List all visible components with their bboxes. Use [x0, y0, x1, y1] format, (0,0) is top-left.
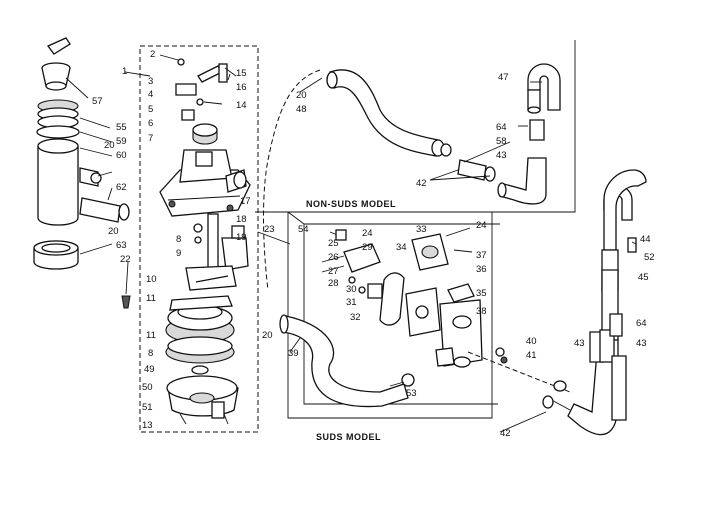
- label-18: 18: [236, 214, 247, 225]
- label-48: 48: [296, 104, 307, 115]
- label-36: 36: [476, 264, 487, 275]
- label-5: 5: [148, 104, 153, 115]
- label-32: 32: [350, 312, 361, 323]
- label-30: 30: [346, 284, 357, 295]
- label-22: 22: [120, 254, 131, 265]
- label-35: 35: [476, 288, 487, 299]
- label-24b: 24: [476, 220, 487, 231]
- filter-parts: [33, 37, 131, 309]
- suds-frame: [287, 211, 500, 419]
- label-52: 52: [644, 252, 655, 263]
- label-50: 50: [142, 382, 153, 393]
- pump-assembly-frame: [139, 45, 259, 433]
- label-8a: 8: [176, 234, 181, 245]
- label-47: 47: [498, 72, 509, 83]
- label-4: 4: [148, 89, 153, 100]
- suds-valve-parts: [321, 227, 571, 393]
- hose-48: [263, 69, 445, 291]
- label-28: 28: [328, 278, 339, 289]
- label-11a: 11: [146, 293, 156, 304]
- label-45: 45: [638, 272, 649, 283]
- label-6: 6: [148, 118, 153, 129]
- label-25: 25: [328, 238, 339, 249]
- label-1: 1: [122, 66, 127, 77]
- label-7: 7: [148, 133, 153, 144]
- lower-housing: [166, 375, 239, 425]
- label-31: 31: [346, 297, 357, 308]
- switch-parts: [159, 54, 237, 145]
- hose-39: [279, 314, 415, 408]
- label-9: 9: [176, 248, 181, 259]
- right-pipes: [542, 169, 647, 436]
- label-37: 37: [476, 250, 487, 261]
- non-suds-model-title: NON-SUDS MODEL: [306, 199, 396, 209]
- shaft-parts: [185, 213, 249, 291]
- label-3: 3: [148, 76, 153, 87]
- label-27: 27: [328, 266, 339, 277]
- label-19: 19: [236, 232, 247, 243]
- label-43c: 43: [636, 338, 647, 349]
- label-59: 59: [116, 136, 127, 147]
- label-16: 16: [236, 82, 247, 93]
- part-number-labels: 1 2 3 4 5 6 7 8 8 9 10 11 11 13 14 15 16…: [92, 49, 655, 439]
- label-63: 63: [116, 240, 127, 251]
- label-2: 2: [150, 49, 155, 60]
- label-29: 29: [362, 242, 373, 253]
- leader-lines: [65, 71, 637, 433]
- label-43b: 43: [574, 338, 585, 349]
- label-13: 13: [142, 420, 153, 431]
- pump-housing: [159, 149, 251, 217]
- label-8b: 8: [148, 348, 153, 359]
- label-62: 62: [116, 182, 127, 193]
- connector-64-43-upper: [440, 119, 547, 205]
- label-20c: 20: [296, 90, 307, 101]
- label-11b: 11: [146, 330, 156, 341]
- label-51: 51: [142, 402, 153, 413]
- label-10: 10: [146, 274, 157, 285]
- label-53: 53: [406, 388, 417, 399]
- label-57: 57: [92, 96, 103, 107]
- label-23: 23: [264, 224, 275, 235]
- label-20a: 20: [104, 140, 115, 151]
- hose-47: [527, 63, 561, 114]
- label-34: 34: [396, 242, 407, 253]
- label-17: 17: [240, 196, 251, 207]
- label-64b: 64: [636, 318, 647, 329]
- label-40: 40: [526, 336, 537, 347]
- label-24a: 24: [362, 228, 373, 239]
- label-14: 14: [236, 100, 247, 111]
- label-58: 58: [496, 136, 507, 147]
- label-38: 38: [476, 306, 487, 317]
- label-43a: 43: [496, 150, 507, 161]
- label-26: 26: [328, 252, 339, 263]
- label-55: 55: [116, 122, 127, 133]
- label-49: 49: [144, 364, 155, 375]
- label-60: 60: [116, 150, 127, 161]
- suds-model-title: SUDS MODEL: [316, 432, 381, 442]
- label-41: 41: [526, 350, 537, 361]
- label-44: 44: [640, 234, 651, 245]
- impeller-discs: [165, 295, 235, 375]
- label-39: 39: [288, 348, 299, 359]
- label-54: 54: [298, 224, 309, 235]
- label-20d: 20: [262, 330, 273, 341]
- label-64a: 64: [496, 122, 507, 133]
- label-33: 33: [416, 224, 427, 235]
- label-15: 15: [236, 68, 247, 79]
- label-20b: 20: [108, 226, 119, 237]
- label-42a: 42: [416, 178, 427, 189]
- label-42b: 42: [500, 428, 511, 439]
